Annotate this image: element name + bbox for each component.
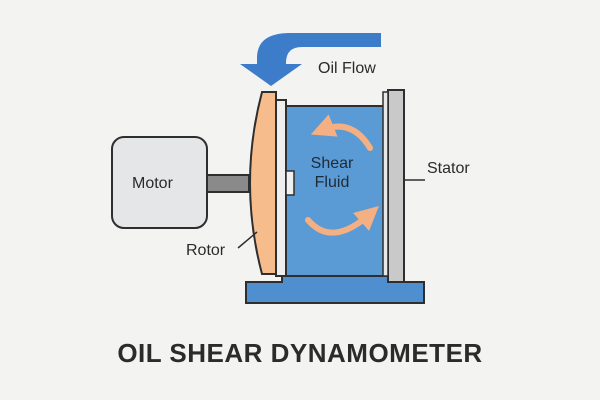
stator-label: Stator — [427, 160, 470, 177]
oil-flow-label: Oil Flow — [318, 60, 376, 77]
stator — [387, 89, 405, 283]
rotor-leader-line — [237, 231, 258, 249]
curved-arrow-down-icon — [240, 33, 381, 86]
rotor-hub — [285, 170, 295, 196]
rotor-label: Rotor — [186, 242, 226, 259]
diagram-title: OIL SHEAR DYNAMOMETER — [117, 338, 483, 368]
curved-arrow-icon — [305, 206, 379, 236]
rotor — [249, 91, 277, 275]
rotor-disc — [275, 99, 287, 277]
shaft — [206, 174, 250, 193]
shear-label: Shear — [310, 155, 354, 172]
stator-inner-face — [382, 91, 389, 277]
curved-arrow-icon — [310, 114, 373, 151]
shear-fluid-label: Shear Fluid — [290, 154, 374, 192]
motor-label: Motor — [132, 175, 173, 192]
fluid-label: Fluid — [314, 174, 350, 191]
